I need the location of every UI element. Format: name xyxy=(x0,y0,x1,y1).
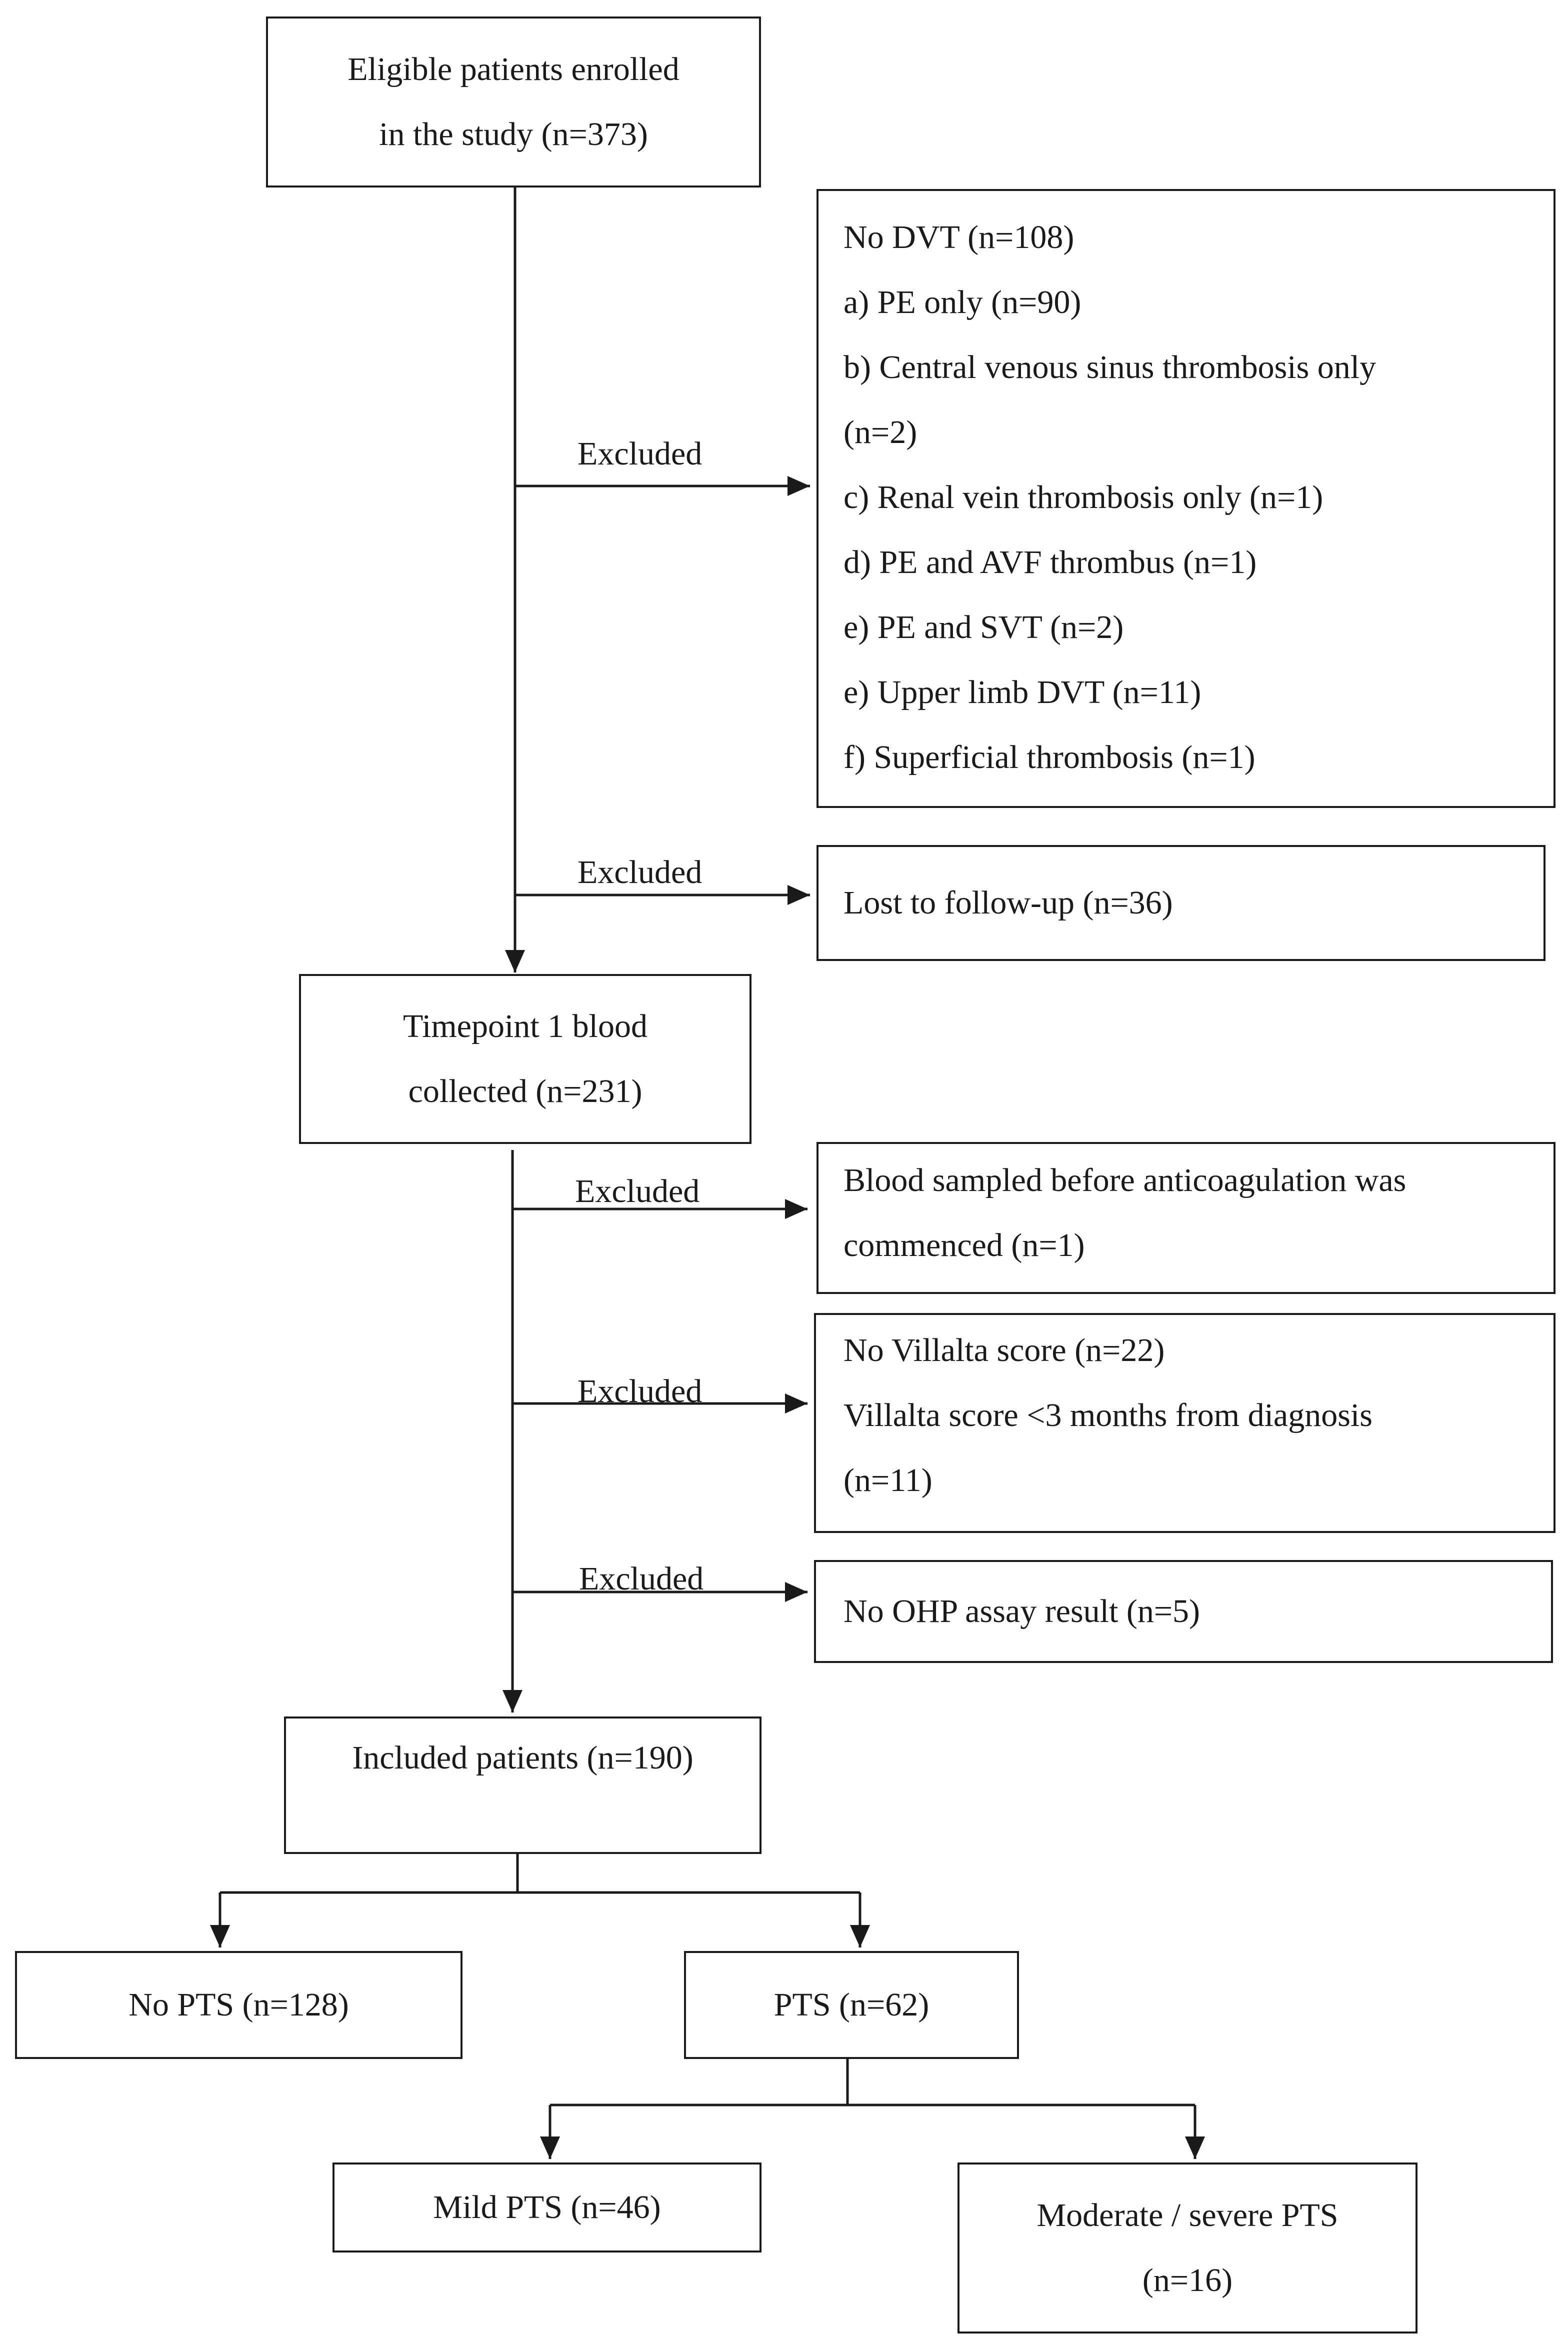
no-dvt-line-7: e) PE and SVT (n=2) xyxy=(844,609,1124,646)
edge-label-excluded-lost: Excluded xyxy=(578,854,702,890)
enrolled-box: Eligible patients enrolled in the study … xyxy=(266,16,761,188)
no-dvt-line-8: e) Upper limb DVT (n=11) xyxy=(844,674,1202,710)
edge-label-excluded-blood-sampled: Excluded xyxy=(575,1173,700,1210)
blood-sampled-line-1: Blood sampled before anticoagulation was xyxy=(844,1162,1406,1198)
mild-pts-box: Mild PTS (n=46) xyxy=(332,2162,762,2252)
edge-label-excluded-ohp: Excluded xyxy=(579,1560,704,1597)
exclusion-no-dvt-box: No DVT (n=108) a) PE only (n=90) b) Cent… xyxy=(816,189,1556,808)
blood-sampled-line-2: commenced (n=1) xyxy=(844,1227,1085,1264)
moderate-severe-pts-line-2: (n=16) xyxy=(1142,2262,1233,2298)
no-pts-box: No PTS (n=128) xyxy=(15,1951,462,2059)
pts-box: PTS (n=62) xyxy=(684,1951,1019,2059)
no-dvt-line-9: f) Superficial thrombosis (n=1) xyxy=(844,739,1256,776)
timepoint1-line-2: collected (n=231) xyxy=(408,1073,642,1110)
villalta-line-2: Villalta score <3 months from diagnosis xyxy=(844,1397,1372,1434)
villalta-line-3: (n=11) xyxy=(844,1462,932,1498)
no-dvt-line-2: a) PE only (n=90) xyxy=(844,284,1082,320)
no-pts-line-1: No PTS (n=128) xyxy=(128,1986,349,2023)
exclusion-villalta-box: No Villalta score (n=22) Villalta score … xyxy=(814,1313,1556,1533)
edge-label-excluded-no-dvt: Excluded xyxy=(578,436,702,472)
no-dvt-line-3: b) Central venous sinus thrombosis only xyxy=(844,349,1376,386)
timepoint1-box: Timepoint 1 blood collected (n=231) xyxy=(299,974,752,1144)
enrolled-line-2: in the study (n=373) xyxy=(379,116,648,152)
exclusion-ohp-box: No OHP assay result (n=5) xyxy=(814,1560,1553,1663)
pts-line-1: PTS (n=62) xyxy=(774,1986,930,2023)
no-dvt-line-5: c) Renal vein thrombosis only (n=1) xyxy=(844,479,1324,516)
exclusion-lost-box: Lost to follow-up (n=36) xyxy=(816,845,1546,961)
no-dvt-line-1: No DVT (n=108) xyxy=(844,219,1074,256)
timepoint1-line-1: Timepoint 1 blood xyxy=(403,1008,648,1044)
exclusion-blood-sampled-box: Blood sampled before anticoagulation was… xyxy=(816,1142,1556,1294)
ohp-line-1: No OHP assay result (n=5) xyxy=(844,1593,1200,1630)
lost-line-1: Lost to follow-up (n=36) xyxy=(844,884,1173,921)
no-dvt-line-6: d) PE and AVF thrombus (n=1) xyxy=(844,544,1257,580)
moderate-severe-pts-box: Moderate / severe PTS (n=16) xyxy=(958,2162,1418,2334)
included-box: Included patients (n=190) xyxy=(284,1716,762,1854)
included-line-1: Included patients (n=190) xyxy=(352,1740,694,1776)
no-dvt-line-4: (n=2) xyxy=(844,414,918,450)
enrolled-line-1: Eligible patients enrolled xyxy=(348,51,680,88)
moderate-severe-pts-line-1: Moderate / severe PTS xyxy=(1036,2197,1338,2234)
villalta-line-1: No Villalta score (n=22) xyxy=(844,1332,1165,1368)
edge-label-excluded-villalta: Excluded xyxy=(578,1373,702,1410)
mild-pts-line-1: Mild PTS (n=46) xyxy=(433,2189,661,2226)
